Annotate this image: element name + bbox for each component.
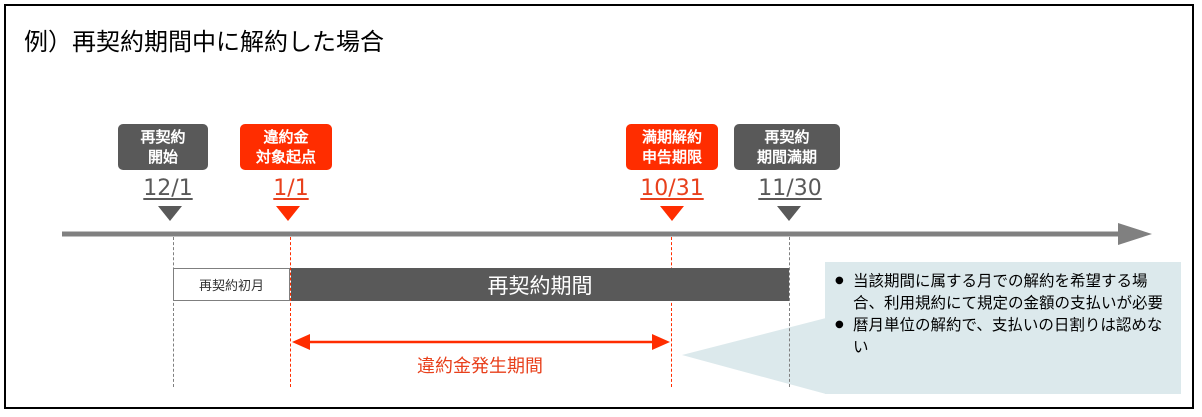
tag-penalty-start: 違約金 対象起点 <box>240 124 332 170</box>
penalty-arrow-left-icon <box>292 334 310 350</box>
renewal-period-bar: 再契約期間 <box>291 268 789 301</box>
date-deadline: 10/31 <box>640 176 704 201</box>
date-penalty-start: 1/1 <box>273 176 309 201</box>
tag-deadline-line2: 申告期限 <box>641 148 702 166</box>
tag-penalty-start-line1: 違約金 <box>263 128 309 146</box>
diagram-title: 例）再契約期間中に解約した場合 <box>24 28 384 56</box>
tag-renewal-start-line1: 再契約 <box>140 128 186 146</box>
callout-box: 当該期間に属する月での解約を希望する場合、利用規約にて規定の金額の支払いが必要 … <box>825 262 1181 394</box>
timeline-arrowhead-icon <box>1118 223 1152 245</box>
marker-penalty-start-icon <box>276 206 300 221</box>
guide-renewal-end <box>789 237 790 387</box>
penalty-period-label: 違約金発生期間 <box>417 356 543 377</box>
date-renewal-end: 11/30 <box>758 176 822 201</box>
marker-deadline-icon <box>660 206 684 221</box>
callout-item: 暦月単位の解約で、支払いの日割りは認めない <box>835 314 1171 358</box>
first-month-box: 再契約初月 <box>173 268 290 301</box>
callout-pointer <box>682 318 826 394</box>
tag-renewal-end: 再契約 期間満期 <box>734 124 840 170</box>
penalty-arrow-right-icon <box>652 334 670 350</box>
marker-renewal-end-icon <box>777 206 801 221</box>
guide-penalty-start <box>290 237 291 387</box>
guide-deadline <box>671 237 672 387</box>
tag-deadline-line1: 満期解約 <box>641 128 702 146</box>
tag-renewal-start: 再契約 開始 <box>118 124 208 170</box>
tag-deadline: 満期解約 申告期限 <box>626 124 718 170</box>
marker-renewal-start-icon <box>158 206 182 221</box>
tag-renewal-end-line1: 再契約 <box>764 128 810 146</box>
tag-renewal-start-line2: 開始 <box>147 148 178 166</box>
date-renewal-start: 12/1 <box>143 176 193 201</box>
guide-renewal-start <box>173 237 174 387</box>
tag-penalty-start-line2: 対象起点 <box>255 148 316 166</box>
tag-renewal-end-line2: 期間満期 <box>756 148 817 166</box>
callout-item: 当該期間に属する月での解約を希望する場合、利用規約にて規定の金額の支払いが必要 <box>835 270 1171 314</box>
